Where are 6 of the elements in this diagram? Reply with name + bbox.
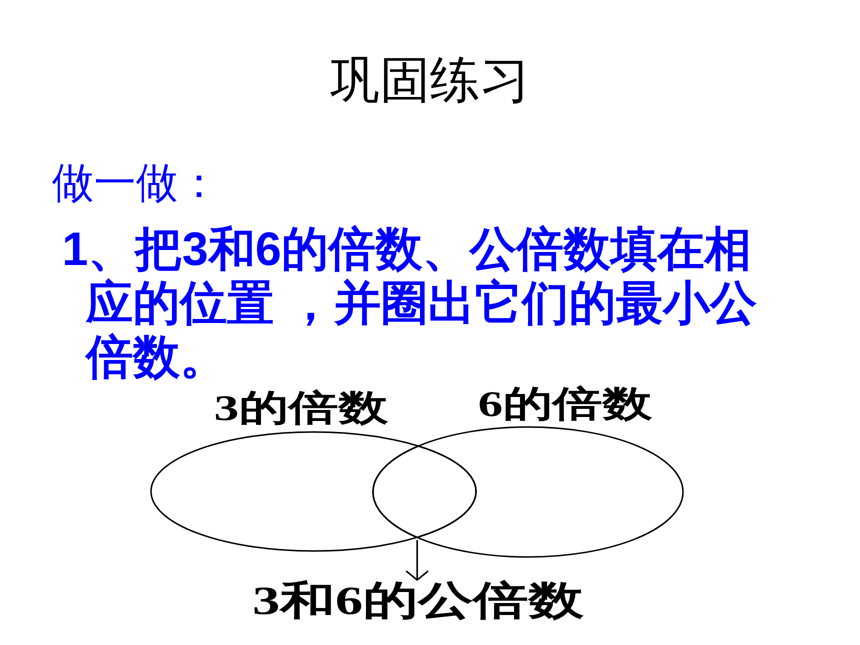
set-label: 3的倍数 xyxy=(214,390,388,426)
section-heading: 做一做： xyxy=(52,160,220,206)
intersection-label: 3和6的公倍数 xyxy=(252,581,584,621)
instruction-text: 1、把3和6的倍数、公倍数填在相应的位置 ，并圈出它们的最小公倍数。 xyxy=(62,222,758,384)
set-label: 6的倍数 xyxy=(478,386,652,422)
title: 巩固练习 xyxy=(330,55,530,105)
